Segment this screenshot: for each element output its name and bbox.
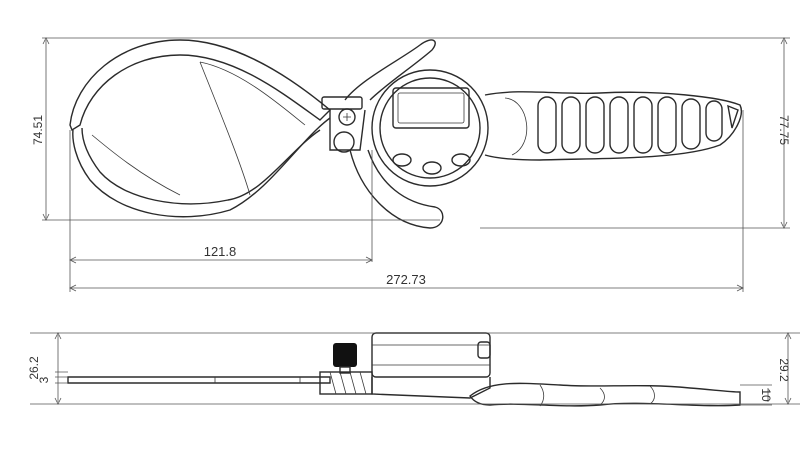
lever-clip (344, 39, 436, 101)
dim-26-2: 26.2 (27, 356, 41, 380)
lock-knob (333, 131, 355, 153)
dial-button-right (451, 153, 471, 167)
top-dimensions (42, 37, 790, 292)
side-view: 26.2 3 29.2 10 (27, 332, 800, 407)
dim-272-73: 272.73 (386, 272, 426, 287)
dim-121-8: 121.8 (204, 244, 237, 259)
dim-74-51: 74.51 (31, 115, 45, 145)
pivot-screw (338, 108, 356, 126)
caliper-jaws (69, 39, 332, 218)
dial-button-left (392, 153, 412, 167)
digital-dial (371, 69, 489, 187)
handle (484, 91, 742, 161)
dim-77-75: 77.75 (777, 115, 791, 145)
lcd-display (392, 87, 470, 129)
dim-29-2: 29.2 (777, 358, 791, 382)
pivot-block (321, 96, 366, 153)
top-view: 74.51 77.75 121.8 272.73 (31, 37, 791, 292)
side-jaw-bar (67, 376, 331, 384)
dim-3: 3 (37, 376, 51, 383)
side-lock-knob (333, 343, 357, 367)
dial-button-center (422, 161, 442, 175)
dim-10: 10 (759, 388, 773, 402)
side-dial-body (371, 332, 491, 378)
side-handle (469, 382, 741, 407)
